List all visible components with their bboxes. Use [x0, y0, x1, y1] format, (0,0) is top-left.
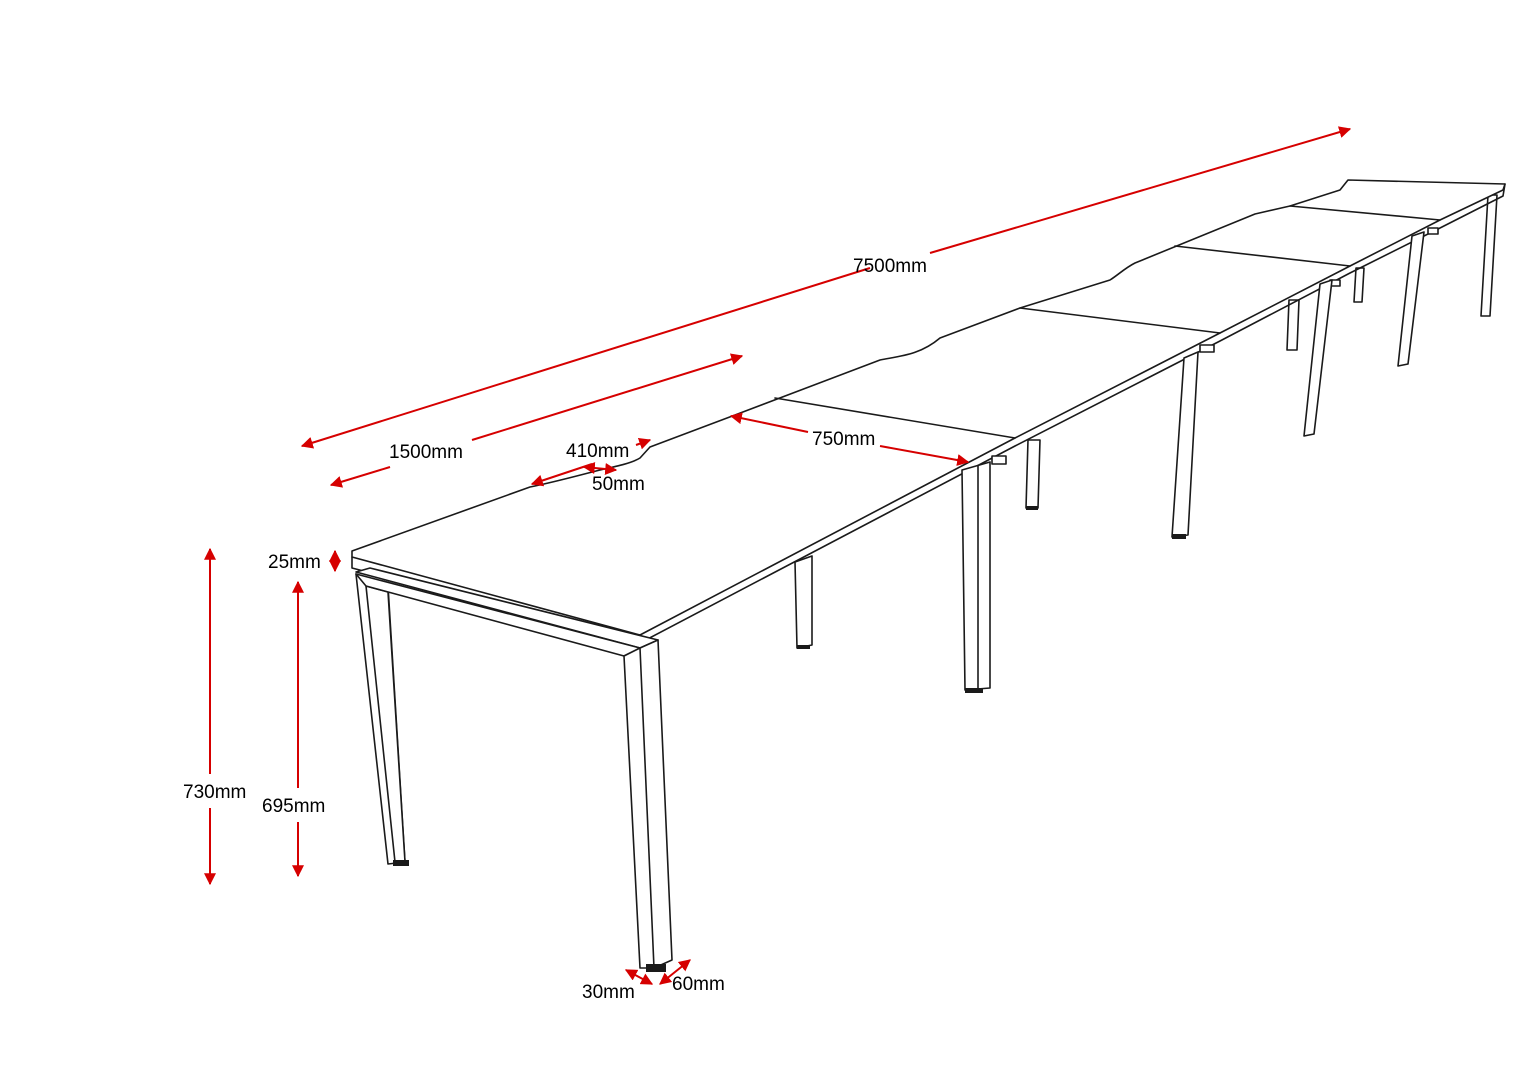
dim-line-leg-width: [624, 969, 654, 985]
mid-leg-3-foot: [1172, 534, 1186, 539]
mid-leg-1: [794, 555, 813, 649]
label-desk-depth: 750mm: [812, 429, 875, 450]
mid-leg-4: [1303, 279, 1333, 437]
desk-top-surface: [351, 179, 1506, 636]
desk-row-drawing: [351, 179, 1506, 972]
dimension-labels: 7500mm 1500mm 410mm 50mm 750mm 25mm 730m…: [183, 256, 927, 1003]
mid-leg-1-foot: [797, 645, 810, 649]
back-leg-3: [1353, 267, 1365, 303]
desk-joints: [774, 205, 1441, 439]
label-cutout-depth: 50mm: [592, 474, 645, 495]
frame-front-foot: [646, 964, 666, 972]
joint-2: [1019, 307, 1221, 334]
joint-4: [1289, 205, 1441, 221]
dim-line-total-length: [300, 267, 871, 449]
dimension-lines: [204, 126, 1352, 985]
bracket-2: [1199, 344, 1215, 353]
desk-top-side-edge: [639, 183, 1506, 644]
back-leg-2: [1286, 299, 1300, 351]
dim-line-leg-depth: [659, 959, 691, 985]
dim-line-cutout-width: [530, 463, 593, 487]
joint-3: [1174, 245, 1351, 267]
dim-line-desk-depth: [729, 412, 809, 433]
back-legs: [1025, 194, 1498, 510]
dim-line-desk-length: [329, 466, 391, 488]
back-leg-1-foot: [1026, 506, 1038, 510]
mid-leg-2-foot: [965, 688, 983, 693]
label-total-height: 730mm: [183, 782, 246, 803]
label-desk-length: 1500mm: [389, 442, 463, 463]
label-frame-height: 695mm: [262, 796, 325, 817]
label-leg-width: 30mm: [582, 982, 635, 1003]
frame-front-leg: [623, 639, 673, 969]
label-total-length: 7500mm: [853, 256, 927, 277]
mid-leg-2: [961, 461, 991, 691]
bracket-4: [1427, 227, 1439, 235]
label-leg-depth: 60mm: [672, 974, 725, 995]
mid-leg-5: [1397, 231, 1425, 367]
label-top-thickness: 25mm: [268, 552, 321, 573]
end-frame-left: [355, 567, 673, 972]
joint-1: [774, 397, 1016, 439]
mid-leg-3: [1171, 351, 1199, 538]
dim-line-cutout-depth: [582, 462, 618, 475]
bracket-1: [991, 455, 1007, 465]
back-leg-4: [1480, 194, 1498, 317]
middle-legs: [794, 231, 1425, 693]
back-leg-1: [1025, 439, 1041, 509]
label-cutout-width: 410mm: [566, 441, 629, 462]
frame-back-foot: [393, 860, 409, 866]
